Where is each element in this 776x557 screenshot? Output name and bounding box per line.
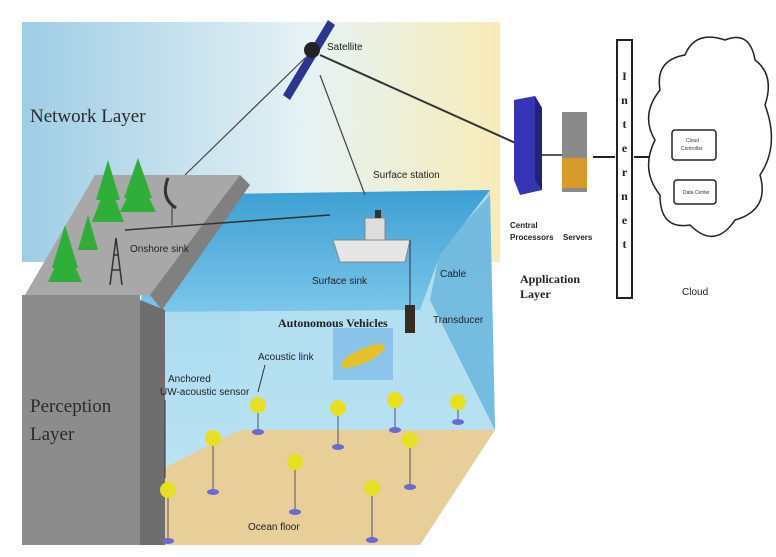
- sensor-icon: [450, 394, 466, 425]
- surface-sink-label: Surface sink: [312, 276, 368, 287]
- data-center-box: [673, 179, 717, 205]
- svg-text:n: n: [621, 189, 628, 203]
- svg-text:e: e: [622, 213, 628, 227]
- satellite-surface-link: [319, 74, 366, 196]
- central-processor-icon: [514, 96, 542, 195]
- satellite-processor-link: [319, 54, 521, 146]
- anchored-sensor-label-1: Anchored: [168, 374, 211, 385]
- cloud-controller-label-1: Cloud: [686, 138, 699, 144]
- acoustic-link-label: Acoustic link: [258, 352, 315, 363]
- sensor-icon: [402, 432, 418, 490]
- application-layer-label-1: Application: [520, 272, 580, 286]
- perception-layer-label-2: Layer: [30, 424, 75, 445]
- network-layer-label: Network Layer: [30, 106, 146, 127]
- sensor-icon: [250, 397, 266, 435]
- application-layer-label-2: Layer: [520, 287, 551, 301]
- svg-text:e: e: [622, 141, 628, 155]
- onshore-sink-label: Onshore sink: [130, 244, 190, 255]
- ship-icon: [332, 210, 411, 263]
- sink-link: [124, 214, 331, 231]
- ocean-floor: [140, 430, 495, 545]
- land-front: [22, 295, 140, 545]
- cloud-label: Cloud: [682, 287, 708, 298]
- satellite-dish-icon: [163, 177, 177, 210]
- cable-label: Cable: [440, 269, 467, 280]
- cloud-controller-label-2: Controller: [681, 146, 703, 152]
- perception-layer-label-1: Perception: [30, 396, 112, 417]
- data-center-label: Data Center: [683, 190, 710, 196]
- svg-text:I: I: [622, 69, 627, 83]
- sensor-icon: [330, 400, 346, 450]
- surface-station-label: Surface station: [373, 170, 440, 181]
- sensor-icon: [387, 392, 403, 433]
- svg-text:t: t: [623, 117, 627, 131]
- central-processors-label-2: Processors: [510, 233, 554, 242]
- tree-icon: [48, 158, 156, 282]
- transducer-icon: [405, 305, 415, 333]
- servers-label: Servers: [563, 233, 593, 242]
- transducer-label: Transducer: [433, 315, 484, 326]
- sensor-icon: [287, 454, 303, 515]
- anchored-sensor-label-2: UW-acoustic sensor: [160, 387, 250, 398]
- satellite-icon: [283, 20, 335, 100]
- anchored-sensors: [160, 392, 466, 544]
- central-processors-label-1: Central: [510, 221, 538, 230]
- cloud-controller-box: [671, 129, 717, 161]
- autonomous-vehicle-icon: [333, 328, 393, 380]
- sea-surface: [140, 190, 490, 312]
- server-icon: [562, 112, 587, 192]
- radio-tower-icon: [109, 237, 123, 286]
- land-top: [22, 175, 240, 300]
- internet-label: I n t e r n e t: [621, 69, 628, 251]
- svg-text:n: n: [621, 93, 628, 107]
- svg-text:t: t: [623, 237, 627, 251]
- satellite-label: Satellite: [327, 42, 363, 53]
- autonomous-vehicles-label: Autonomous Vehicles: [278, 316, 388, 330]
- sensor-icon: [364, 480, 380, 543]
- internet-bar: [616, 39, 633, 299]
- sensor-icon: [205, 430, 221, 495]
- satellite-onshore-link: [184, 57, 306, 176]
- ocean-floor-label: Ocean floor: [248, 522, 300, 533]
- sensor-icon: [160, 482, 176, 544]
- svg-text:r: r: [622, 165, 628, 179]
